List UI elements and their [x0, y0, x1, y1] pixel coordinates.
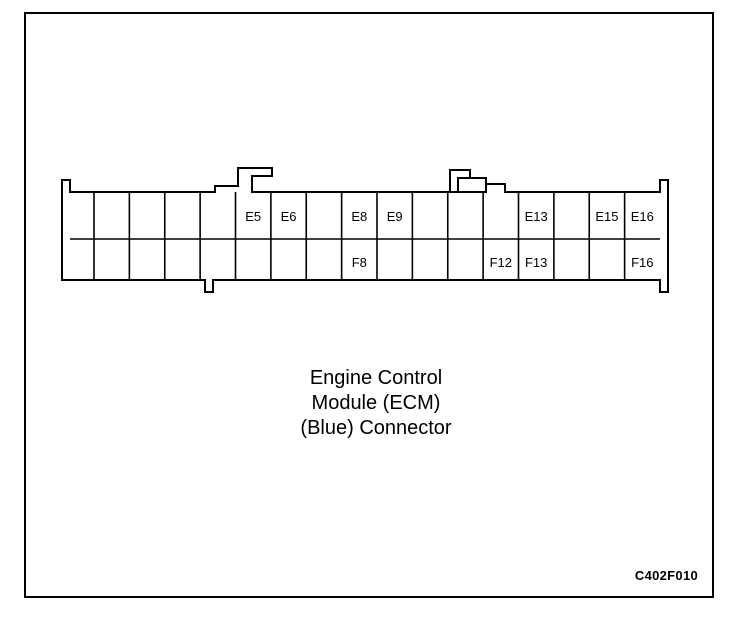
- bottom-row-cavity: [165, 246, 200, 247]
- bottom-row-cavity: [554, 246, 589, 247]
- pin-label-f13: F13: [525, 255, 547, 270]
- bottom-row-cavity: [519, 246, 554, 247]
- top-row-cavity: [412, 200, 447, 201]
- bottom-row-cavity: [412, 246, 447, 247]
- figure-code: C402F010: [634, 568, 698, 583]
- bottom-row-cavity: [271, 246, 306, 247]
- bottom-row-cavity: [483, 246, 518, 247]
- pin-label-e8: E8: [351, 209, 367, 224]
- right-latch-step: [470, 177, 487, 184]
- top-row-cavity: [589, 200, 624, 201]
- pin-label-f12: F12: [490, 255, 512, 270]
- bottom-row-cavity: [94, 246, 129, 247]
- top-row-cavity: [377, 200, 412, 201]
- top-row-cavity: [306, 200, 341, 201]
- bottom-row-cavity: [342, 246, 377, 247]
- bottom-row-cavity: [306, 246, 341, 247]
- top-row-cavity: [129, 200, 164, 201]
- bottom-row-cavity: [377, 246, 412, 247]
- pin-label-e9: E9: [387, 209, 403, 224]
- pin-label-f8: F8: [352, 255, 367, 270]
- bottom-row-cavity: [589, 246, 624, 247]
- bottom-row-cavity: [236, 246, 271, 247]
- top-row-cavity: [165, 200, 200, 201]
- bottom-row-cavity: [129, 246, 164, 247]
- connector-caption: Engine Control Module (ECM) (Blue) Conne…: [0, 366, 752, 441]
- top-row-cavity: [625, 200, 660, 201]
- bottom-row-cavity: [448, 246, 483, 247]
- top-row-cavity: [342, 200, 377, 201]
- top-row-cavity: [200, 200, 235, 201]
- caption-line-3: (Blue) Connector: [300, 417, 452, 439]
- pin-label-e16: E16: [631, 209, 654, 224]
- top-row-cavity: [448, 200, 483, 201]
- caption-line-2: Module (ECM): [311, 392, 441, 414]
- right-latch-bump: [449, 169, 471, 192]
- pin-label-e13: E13: [525, 209, 548, 224]
- top-row-cavity: [554, 200, 589, 201]
- diagram-frame: [24, 12, 714, 598]
- pin-label-e5: E5: [245, 209, 261, 224]
- pin-label-e15: E15: [595, 209, 618, 224]
- pin-label-e6: E6: [281, 209, 297, 224]
- connector-outline: [61, 167, 669, 293]
- top-row-cavity: [483, 200, 518, 201]
- caption-line-1: Engine Control: [309, 367, 443, 389]
- pin-label-f16: F16: [631, 255, 653, 270]
- bottom-row-cavity: [200, 246, 235, 247]
- top-row-cavity: [236, 200, 271, 201]
- bottom-row-cavity: [625, 246, 660, 247]
- top-row-cavity: [519, 200, 554, 201]
- top-row-cavity: [271, 200, 306, 201]
- top-row-cavity: [94, 200, 129, 201]
